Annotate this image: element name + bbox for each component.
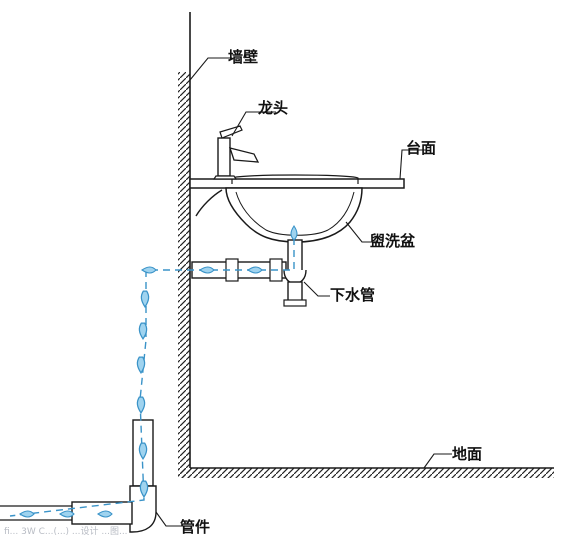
leader-lines — [155, 57, 452, 527]
label-drain-pipe: 下水管 — [330, 286, 376, 304]
label-countertop: 台面 — [406, 139, 437, 157]
water-drop-arrow-icon — [59, 510, 75, 518]
watermark: fi... 3W C...(...) ...设计 ...图... — [4, 527, 128, 537]
water-drop-arrow-icon — [136, 396, 146, 414]
faucet — [195, 125, 260, 217]
water-drop-arrow-icon — [199, 266, 215, 274]
water-drop-arrow-icon — [140, 290, 150, 308]
floor — [178, 467, 554, 478]
water-drop-arrow-icon — [19, 510, 35, 518]
water-drop-arrow-icon — [290, 225, 298, 241]
label-fitting: 管件 — [180, 518, 211, 536]
water-drop-arrow-icon — [97, 510, 113, 518]
wall — [178, 12, 191, 478]
label-basin: 盥洗盆 — [370, 232, 416, 250]
water-drop-arrow-icon — [247, 266, 263, 274]
label-wall: 墙壁 — [228, 48, 259, 66]
label-floor: 地面 — [452, 445, 483, 463]
water-drop-arrow-icon — [141, 266, 157, 274]
label-faucet: 龙头 — [258, 99, 289, 117]
countertop — [189, 178, 405, 189]
water-flow-path — [9, 225, 298, 518]
